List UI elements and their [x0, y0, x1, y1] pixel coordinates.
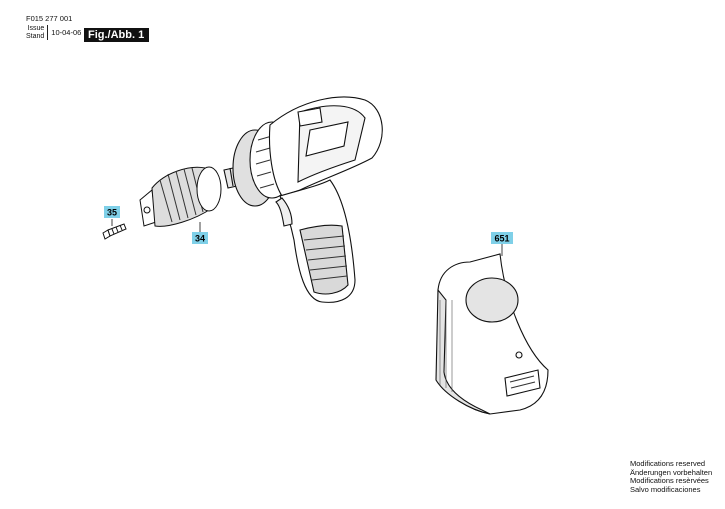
- callout-651: 651: [491, 232, 513, 244]
- issue-label: Issue: [27, 25, 45, 32]
- chuck-part: [139, 166, 222, 227]
- footer-note: Modifications reserved: [630, 459, 706, 468]
- callout-651-label: 651: [494, 234, 509, 244]
- figure-label: Fig./Abb. 1: [84, 28, 150, 42]
- callout-35: 35: [104, 206, 120, 218]
- drill-body: [223, 96, 383, 303]
- footer-notes: Modifications reserved Änderungen vorbeh…: [630, 459, 713, 494]
- issue-block: Issue Stand 10-04-06: [26, 25, 81, 40]
- callout-34: 34: [192, 232, 208, 244]
- document-code: F015 277 001: [26, 14, 73, 23]
- footer-note: Modifications resèrvées: [630, 476, 709, 485]
- issue-labels: Issue Stand: [26, 25, 49, 40]
- footer-note: Salvo modificaciones: [630, 484, 701, 494]
- charger-part: [435, 253, 549, 415]
- callout-34-label: 34: [195, 234, 205, 244]
- issue-date: 10-04-06: [51, 28, 82, 37]
- screw-part: [102, 223, 127, 240]
- callout-35-label: 35: [107, 208, 117, 218]
- footer-note: Änderungen vorbehalten: [630, 467, 713, 477]
- stand-label: Stand: [26, 32, 45, 40]
